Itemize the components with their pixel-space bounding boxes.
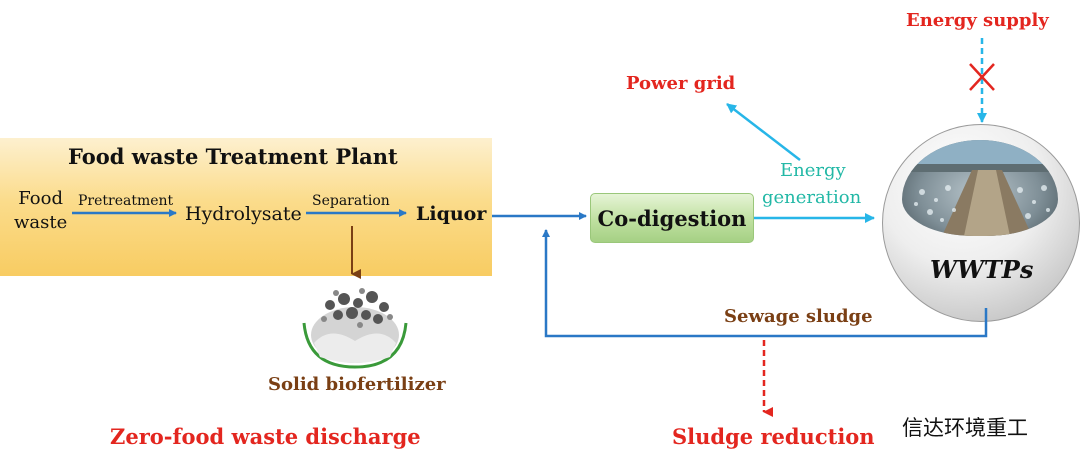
power-grid-label: Power grid: [626, 73, 736, 94]
biofertilizer-image: [300, 283, 410, 369]
food-waste-plant-box: [0, 138, 492, 276]
solid-biofertilizer-label: Solid biofertilizer: [268, 374, 446, 395]
separation-label: Separation: [312, 193, 390, 209]
liquor-label: Liquor: [416, 203, 487, 225]
zero-food-waste-label: Zero-food waste discharge: [110, 424, 421, 449]
sludge-reduction-label: Sludge reduction: [672, 424, 875, 449]
pretreatment-label: Pretreatment: [78, 193, 174, 209]
food-waste-line1: Food: [18, 188, 63, 209]
energy-generation-line1: Energy: [780, 160, 846, 181]
arrow-sewage-sludge-return: [542, 229, 988, 338]
energy-supply-label: Energy supply: [906, 10, 1049, 31]
plant-title: Food waste Treatment Plant: [68, 144, 398, 169]
wwtp-photo: [902, 140, 1058, 236]
hydrolysate-label: Hydrolysate: [185, 203, 302, 225]
sewage-sludge-label: Sewage sludge: [724, 306, 873, 327]
cross-icon: [969, 63, 995, 91]
watermark-text: 信达环境重工: [902, 416, 1028, 440]
codigestion-label: Co-digestion: [597, 205, 747, 231]
wwtp-label: WWTPs: [930, 255, 1034, 284]
arrow-to-power-grid: [726, 103, 801, 161]
energy-generation-line2: generation: [762, 187, 862, 208]
codigestion-box: Co-digestion: [590, 193, 754, 243]
food-waste-line2: waste: [14, 212, 68, 233]
food-waste-label: Food waste: [14, 187, 67, 235]
